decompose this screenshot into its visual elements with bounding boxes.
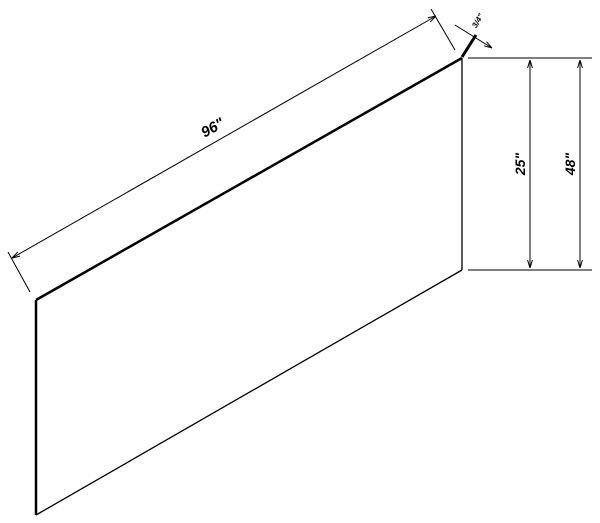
panel-thickness-edge [460,34,478,58]
dimension-line-length [12,16,436,258]
dimension-line-thickness [454,24,492,48]
label-thickness: 3/4" [470,12,485,30]
panel-top-edge [35,56,463,302]
panel-bottom-edge [35,269,463,516]
extension-line-left [7,251,31,293]
extension-line-right [430,8,456,51]
label-height-inner: 25" [512,153,528,177]
label-height-outer: 48" [562,153,578,177]
